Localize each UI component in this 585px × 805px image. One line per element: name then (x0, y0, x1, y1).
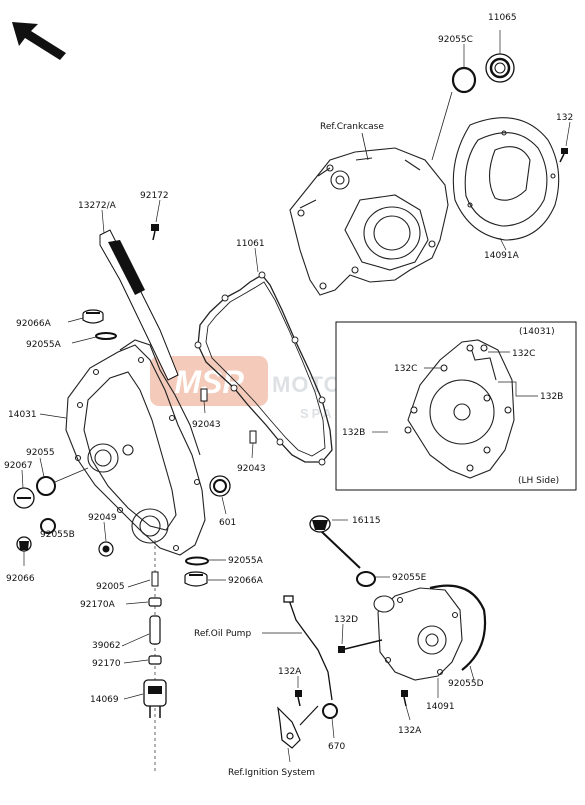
bolt-132a-left (295, 690, 302, 707)
callout-601: 601 (219, 518, 236, 528)
bolt-92172 (151, 224, 159, 241)
cover-plate-14091a (452, 117, 560, 241)
callout-92055d: 92055D (448, 679, 484, 689)
o-ring-92055 (36, 476, 56, 496)
callout-14091: 14091 (426, 702, 455, 712)
callout-92055a-bottom: 92055A (228, 556, 264, 566)
seal-11065 (485, 53, 515, 83)
callout-92170a: 92170A (80, 600, 116, 610)
engine-cover-14031 (65, 339, 206, 556)
plug-92066a-top (82, 309, 104, 324)
callout-92055: 92055 (26, 448, 55, 458)
bolt-132d (338, 639, 383, 653)
callout-92005: 92005 (96, 582, 125, 592)
callout-132c-right: 132C (512, 349, 535, 359)
callout-14031: 14031 (8, 410, 37, 420)
inset-title: (14031) (519, 327, 555, 337)
callout-14091a: 14091A (484, 251, 520, 261)
callout-11061: 11061 (236, 239, 265, 249)
callout-132b-left: 132B (342, 428, 365, 438)
o-ring-92055d (429, 584, 487, 671)
clamp-92170 (148, 655, 162, 665)
dowel-pin-92043-b (249, 430, 257, 444)
front-direction-arrow-icon (12, 22, 66, 60)
hose-39062 (149, 615, 161, 645)
callout-92170: 92170 (92, 659, 121, 669)
callout-92043-a: 92043 (192, 420, 221, 430)
dipstick-16115 (309, 515, 361, 569)
plug-92066a-bottom (184, 571, 208, 587)
bearing-601 (209, 475, 231, 497)
callout-92055c: 92055C (438, 35, 473, 45)
callout-92049: 92049 (88, 513, 117, 523)
callout-11065: 11065 (488, 13, 517, 23)
dowel-pin-92043-a (200, 388, 208, 402)
callout-92067: 92067 (4, 461, 33, 471)
o-ring-92055a-bottom (185, 556, 209, 566)
callout-132a-right: 132A (398, 726, 422, 736)
callout-92172: 92172 (140, 191, 169, 201)
ref-ignition-system-label: Ref.Ignition System (228, 768, 315, 778)
bolt-132 (559, 148, 568, 163)
callout-92043-b: 92043 (237, 464, 266, 474)
crankcase-reference-part (289, 147, 449, 296)
plug-92066 (16, 536, 32, 552)
watermark-logo: MSP (174, 364, 244, 400)
callout-14069: 14069 (90, 695, 119, 705)
o-ring-92055c (451, 66, 477, 94)
callout-92055a-top: 92055A (26, 340, 62, 350)
callout-132b-right: 132B (540, 392, 563, 402)
callout-670: 670 (328, 742, 345, 752)
bracket-13272a (99, 229, 179, 381)
pump-cover-14091 (373, 587, 463, 681)
callout-92066: 92066 (6, 574, 35, 584)
callout-92055e: 92055E (392, 573, 427, 583)
ignition-sensor-reference (277, 705, 319, 749)
callout-132: 132 (556, 113, 573, 123)
ref-oil-pump-label: Ref.Oil Pump (194, 629, 251, 639)
o-ring-92055e (356, 571, 376, 587)
callout-132c-left: 132C (394, 364, 417, 374)
fitting-92005 (151, 571, 159, 587)
plug-92067 (13, 487, 35, 509)
bolt-132a-right (401, 690, 408, 707)
seal-92049 (98, 541, 114, 557)
callout-13272a: 13272/A (78, 201, 117, 211)
oil-pump-reference-pipe (283, 595, 333, 701)
breather-14069 (143, 679, 167, 718)
callout-92055b: 92055B (40, 530, 75, 540)
o-ring-92055a-top (95, 332, 117, 340)
inset-cover-lh-side (407, 339, 515, 479)
callout-132d: 132D (334, 615, 358, 625)
callout-92066a-bottom: 92066A (228, 576, 264, 586)
callout-16115: 16115 (352, 516, 381, 526)
gasket-11061 (197, 274, 333, 463)
clamp-92170a (148, 597, 162, 607)
callout-39062: 39062 (92, 641, 121, 651)
callout-92066a-top: 92066A (16, 319, 52, 329)
callout-132a-left: 132A (278, 667, 302, 677)
ref-crankcase-label: Ref.Crankcase (320, 122, 384, 132)
o-ring-670 (322, 703, 338, 719)
inset-caption: (LH Side) (518, 476, 559, 486)
